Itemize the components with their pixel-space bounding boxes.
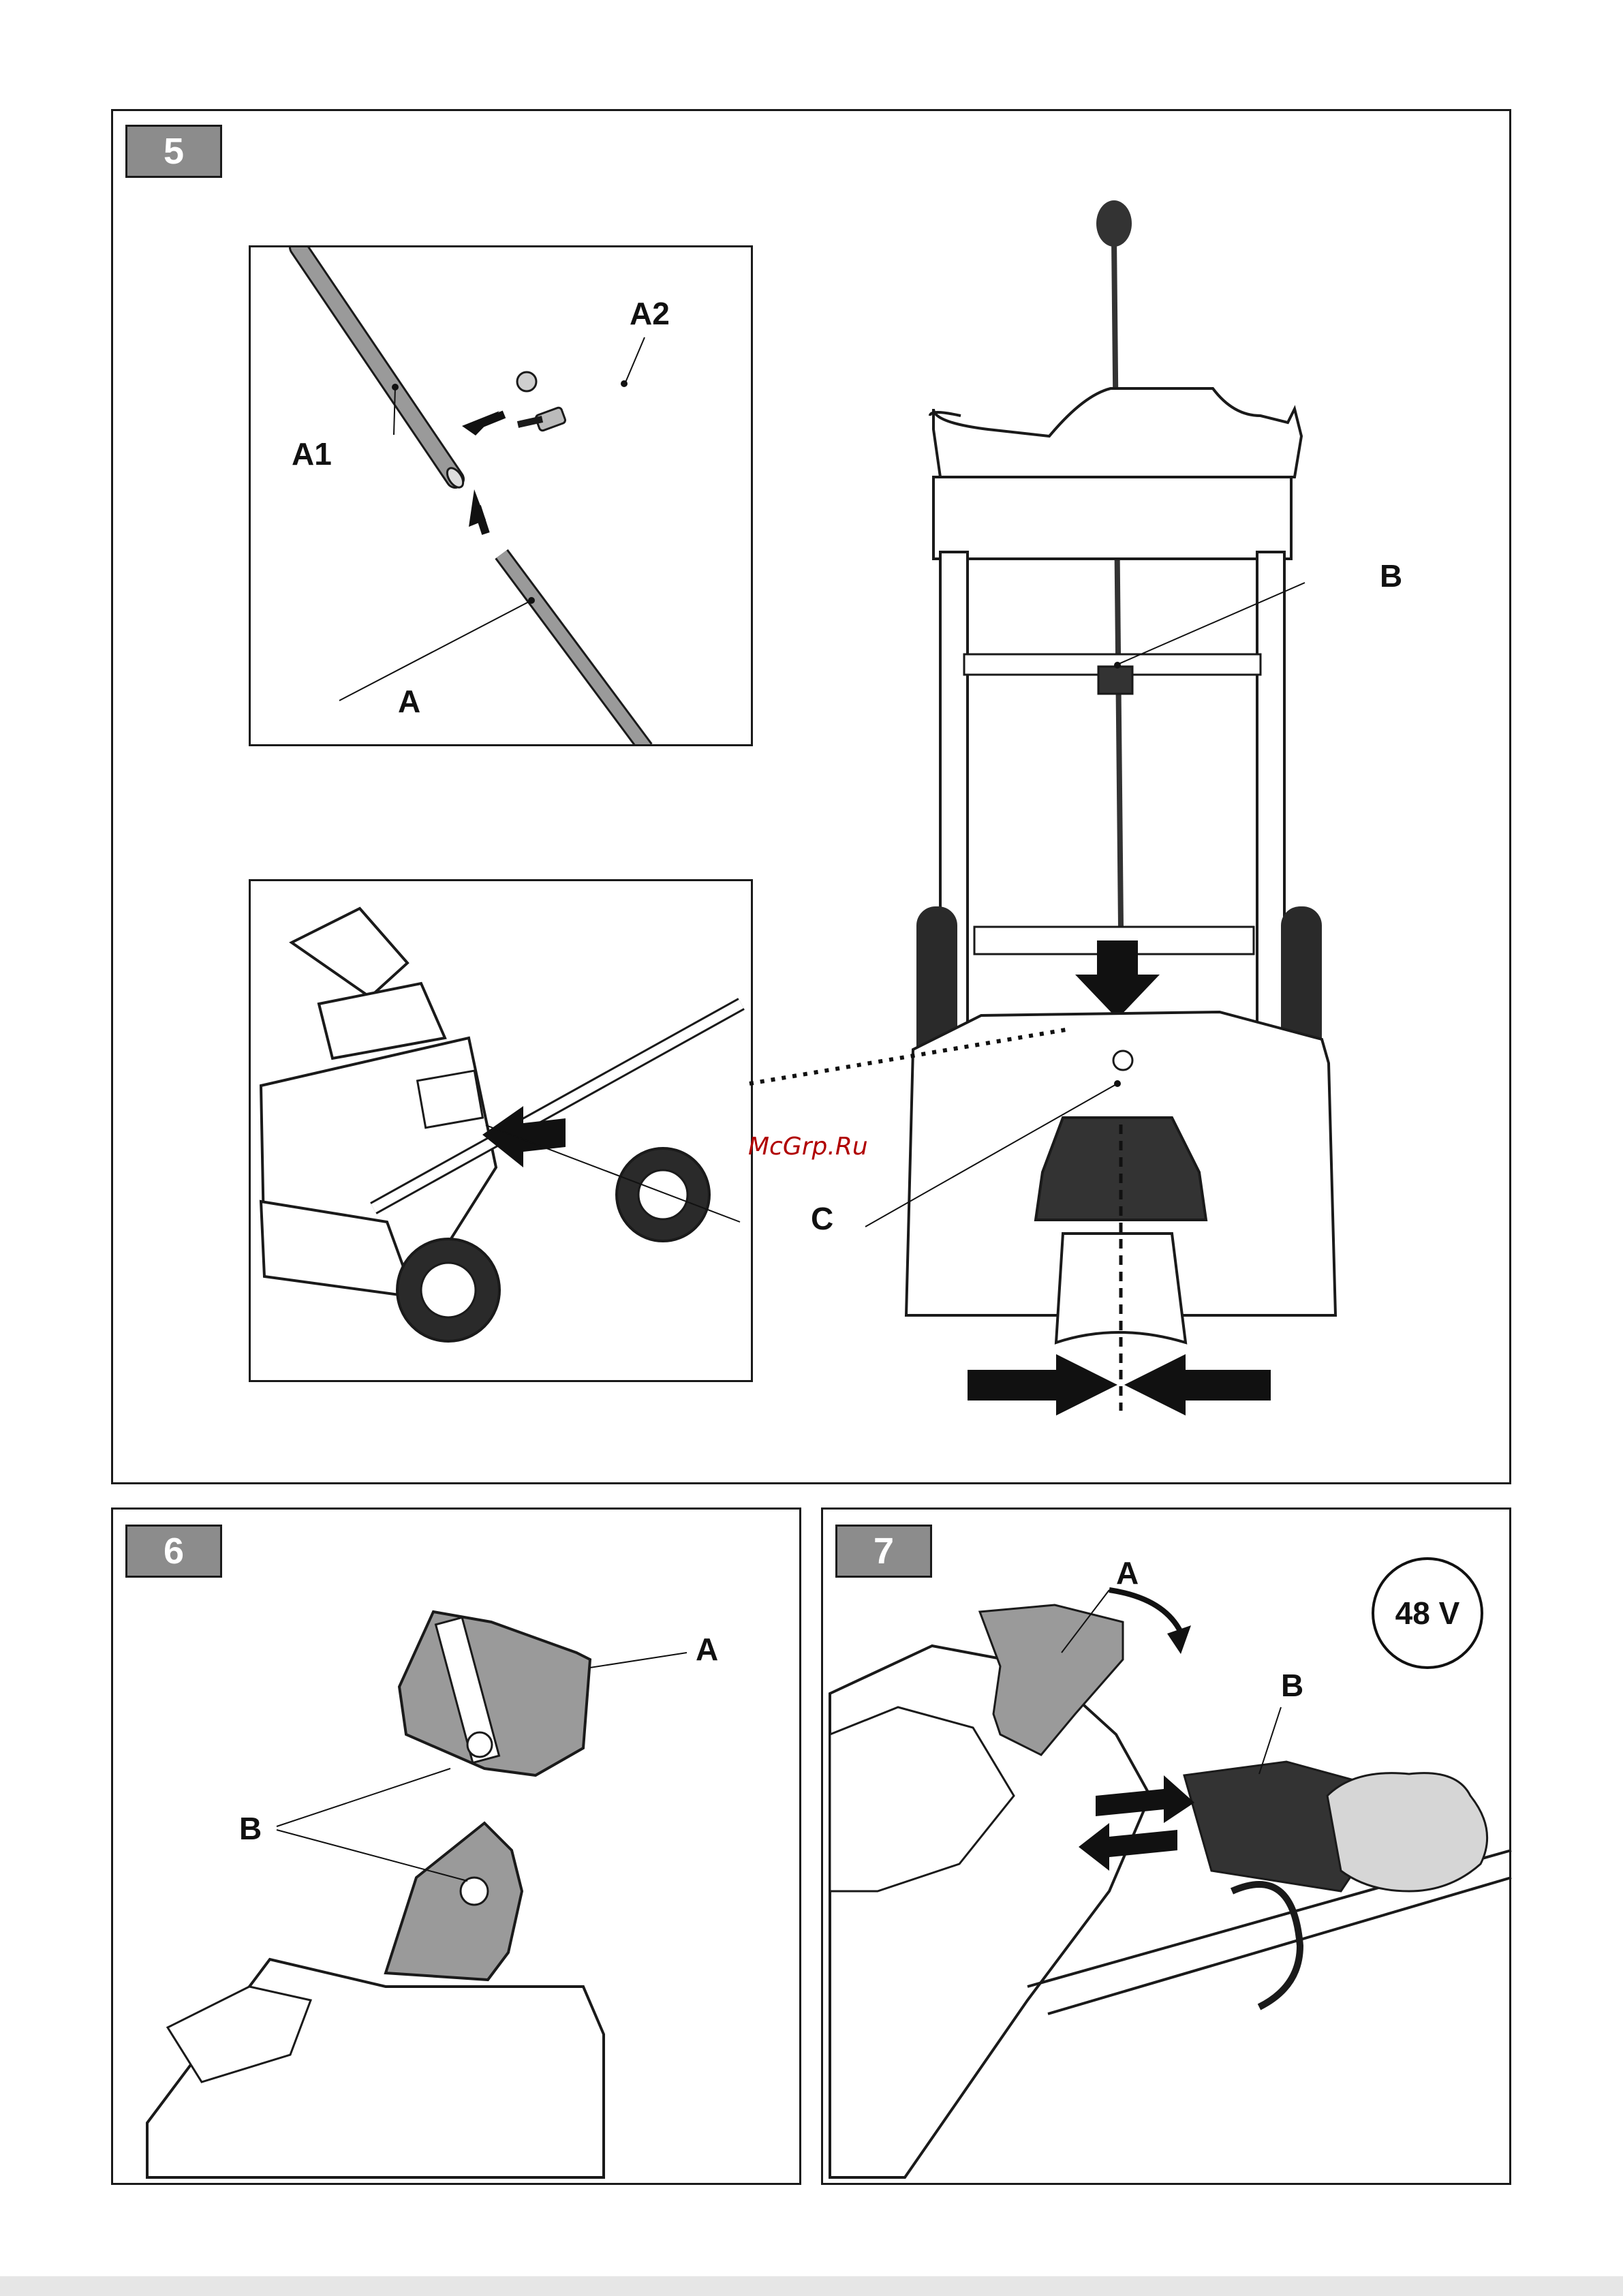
callout-b: B [1281,1670,1303,1701]
chute-mount-detail [249,879,753,1382]
callout-a: A [398,686,420,717]
page-bottom-strip [0,2276,1623,2296]
snow-thrower-side-drawing [251,881,753,1382]
callout-b: B [1380,560,1402,592]
snow-thrower-front-drawing [879,191,1356,1486]
handle-tube-drawing [251,247,753,746]
callout-c: C [811,1203,833,1234]
handle-assembly-detail: A1 A2 A [249,245,753,746]
callout-a1: A1 [292,438,332,470]
battery-insert-drawing [823,1510,1513,2187]
callout-b: B [239,1813,262,1844]
figure-7-panel: 7 48 V A B [821,1507,1511,2185]
callout-a2: A2 [630,298,670,329]
figure-6-panel: 6 A B [111,1507,801,2185]
chute-install-drawing [113,1510,803,2187]
watermark: McGrp.Ru [748,1133,868,1161]
callout-a: A [1116,1557,1139,1589]
callout-a: A [696,1634,718,1665]
figure-5-number: 5 [125,125,222,178]
